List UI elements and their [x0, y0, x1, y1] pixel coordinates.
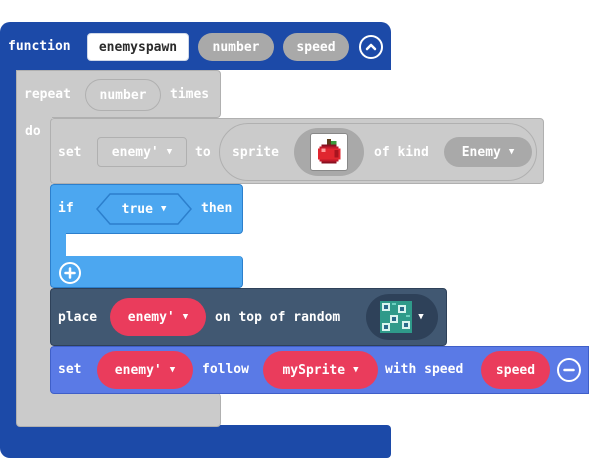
- if-block-bottom: [50, 256, 243, 288]
- place-variable-dropdown[interactable]: enemy' ▼: [110, 298, 206, 336]
- apple-sprite-icon: [317, 138, 341, 164]
- kind-dropdown-label: Enemy: [461, 144, 501, 160]
- collapse-button[interactable]: [359, 35, 383, 59]
- follow-set-label: set: [58, 362, 82, 377]
- follow-target-label: mySprite: [282, 362, 346, 378]
- plus-icon: [64, 267, 76, 279]
- repeat-block-left-arm: [16, 117, 52, 397]
- function-param-number[interactable]: number: [198, 33, 274, 61]
- condition-hexagon[interactable]: [96, 193, 192, 225]
- follow-label: follow: [202, 362, 249, 377]
- chevron-up-icon: [365, 43, 377, 51]
- function-block-bottom: [0, 425, 391, 458]
- with-speed-label: with speed: [385, 362, 464, 377]
- variable-dropdown-enemy[interactable]: enemy' ▼: [97, 137, 187, 167]
- follow-variable-label: enemy': [114, 362, 162, 378]
- repeat-count-field[interactable]: number: [85, 79, 161, 111]
- sprite-label: sprite: [232, 145, 279, 160]
- function-name-field[interactable]: enemyspawn: [87, 33, 189, 61]
- dropdown-caret-icon: ▼: [169, 365, 176, 375]
- follow-variable-dropdown[interactable]: enemy' ▼: [97, 351, 193, 389]
- of-kind-label: of kind: [374, 145, 429, 160]
- condition-dropdown[interactable]: true ▼: [106, 195, 182, 223]
- then-label: then: [201, 201, 233, 216]
- to-label: to: [195, 145, 211, 160]
- dropdown-caret-icon: ▼: [353, 365, 359, 375]
- dropdown-caret-icon: ▼: [508, 147, 515, 157]
- if-label: if: [58, 201, 74, 216]
- repeat-keyword: repeat: [24, 87, 71, 102]
- function-param-speed[interactable]: speed: [283, 33, 349, 61]
- remove-parameter-button[interactable]: [557, 358, 581, 382]
- function-block-left-arm: [0, 60, 18, 440]
- sprite-image-picker[interactable]: [294, 128, 364, 176]
- sprite-thumbnail: [310, 133, 348, 171]
- set-label: set: [58, 145, 82, 160]
- place-label: place: [58, 310, 98, 325]
- add-else-button[interactable]: [59, 262, 81, 284]
- dropdown-caret-icon: ▼: [182, 312, 189, 322]
- dropdown-caret-icon: ▼: [160, 204, 167, 214]
- minus-icon: [563, 368, 575, 372]
- follow-target-dropdown[interactable]: mySprite ▼: [263, 351, 378, 389]
- repeat-block-bottom: [16, 393, 221, 427]
- function-keyword: function: [8, 39, 71, 54]
- dropdown-caret-icon: ▼: [166, 147, 173, 157]
- kind-dropdown[interactable]: Enemy ▼: [444, 137, 532, 167]
- if-block-left-arm: [50, 232, 66, 258]
- repeat-times-label: times: [170, 87, 210, 102]
- repeat-do-label: do: [25, 124, 41, 139]
- on-top-of-random-label: on top of random: [215, 310, 341, 325]
- dropdown-caret-icon: ▼: [418, 312, 424, 322]
- tile-icon: [380, 301, 413, 333]
- tile-picker[interactable]: ▼: [366, 294, 438, 340]
- place-variable-label: enemy': [127, 309, 175, 325]
- condition-value: true: [121, 201, 153, 217]
- variable-dropdown-label: enemy': [111, 144, 159, 160]
- follow-speed-field[interactable]: speed: [481, 351, 550, 389]
